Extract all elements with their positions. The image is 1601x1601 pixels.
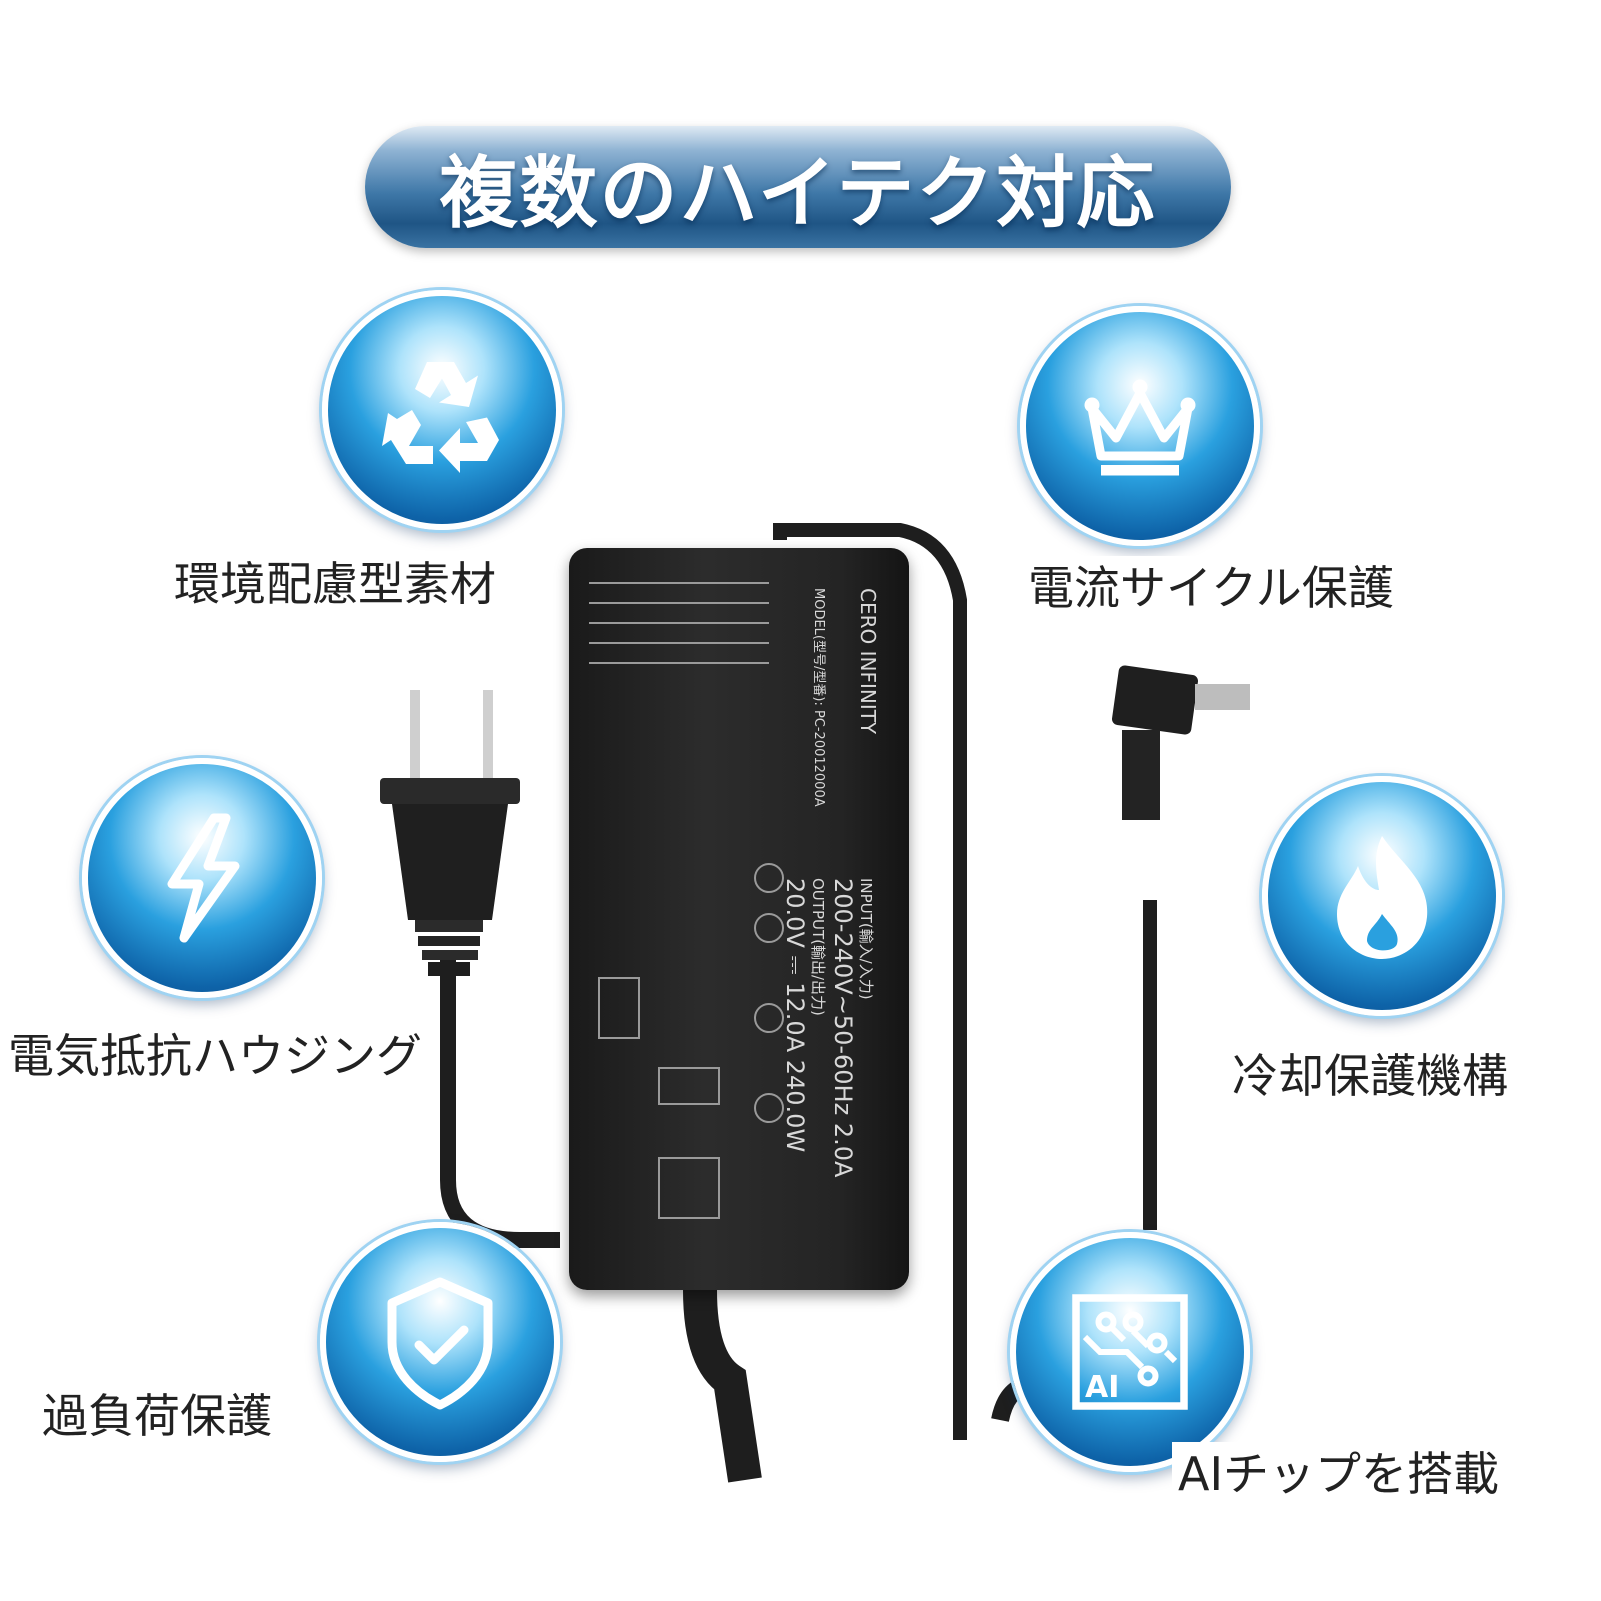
dc-cable [773,523,967,1440]
label-housing: 電気抵抗ハウジング [2,1024,428,1088]
adapter-input-title: INPUT(輸入/入力) [857,878,875,1000]
title-banner: 複数のハイテク対応 [365,126,1231,248]
feature-current-circle [1020,306,1260,546]
flame-icon [1337,836,1428,959]
feature-eco-circle [322,290,562,530]
lightning-icon [167,813,240,943]
adapter-output-spec: 20.0V ⎓ 12.0A 240.0W [781,878,809,1152]
adapter-input-spec: 200-240V~50-60Hz 2.0A [829,878,857,1178]
feature-housing-circle [82,758,322,998]
adapter-output-title: OUTPUT(輸出/出力) [809,878,827,1016]
crown-icon [1084,379,1196,476]
recycle-icon [382,362,499,473]
adapter-certification-marks [589,582,784,1219]
shield-check-icon [387,1277,493,1410]
ai-chip-icon: AI [1072,1294,1188,1410]
label-current: 電流サイクル保護 [1022,556,1400,620]
feature-overload-circle [320,1222,560,1462]
banner-title: 複数のハイテク対応 [439,149,1157,239]
label-cooling: 冷却保護機構 [1226,1044,1514,1108]
dc-connector [1111,665,1250,820]
adapter-brand: CERO INFINITY [856,588,880,735]
label-eco: 環境配慮型素材 [168,552,502,616]
power-adapter: CERO INFINITY MODEL(型号/型番): PC-20012000A… [569,548,909,1290]
ai-chip-text: AI [1085,1370,1119,1405]
ac-plug [380,690,520,976]
ac-inlet-cable [683,1289,762,1483]
feature-cooling-circle [1262,776,1502,1016]
feature-aichip-circle: AI [1010,1232,1250,1472]
adapter-label: CERO INFINITY MODEL(型号/型番): PC-20012000A… [589,582,880,1219]
adapter-model: MODEL(型号/型番): PC-20012000A [811,588,826,807]
ac-cable [440,960,560,1248]
label-aichip: AIチップを搭載 [1172,1442,1506,1506]
label-overload: 過負荷保護 [36,1384,278,1448]
